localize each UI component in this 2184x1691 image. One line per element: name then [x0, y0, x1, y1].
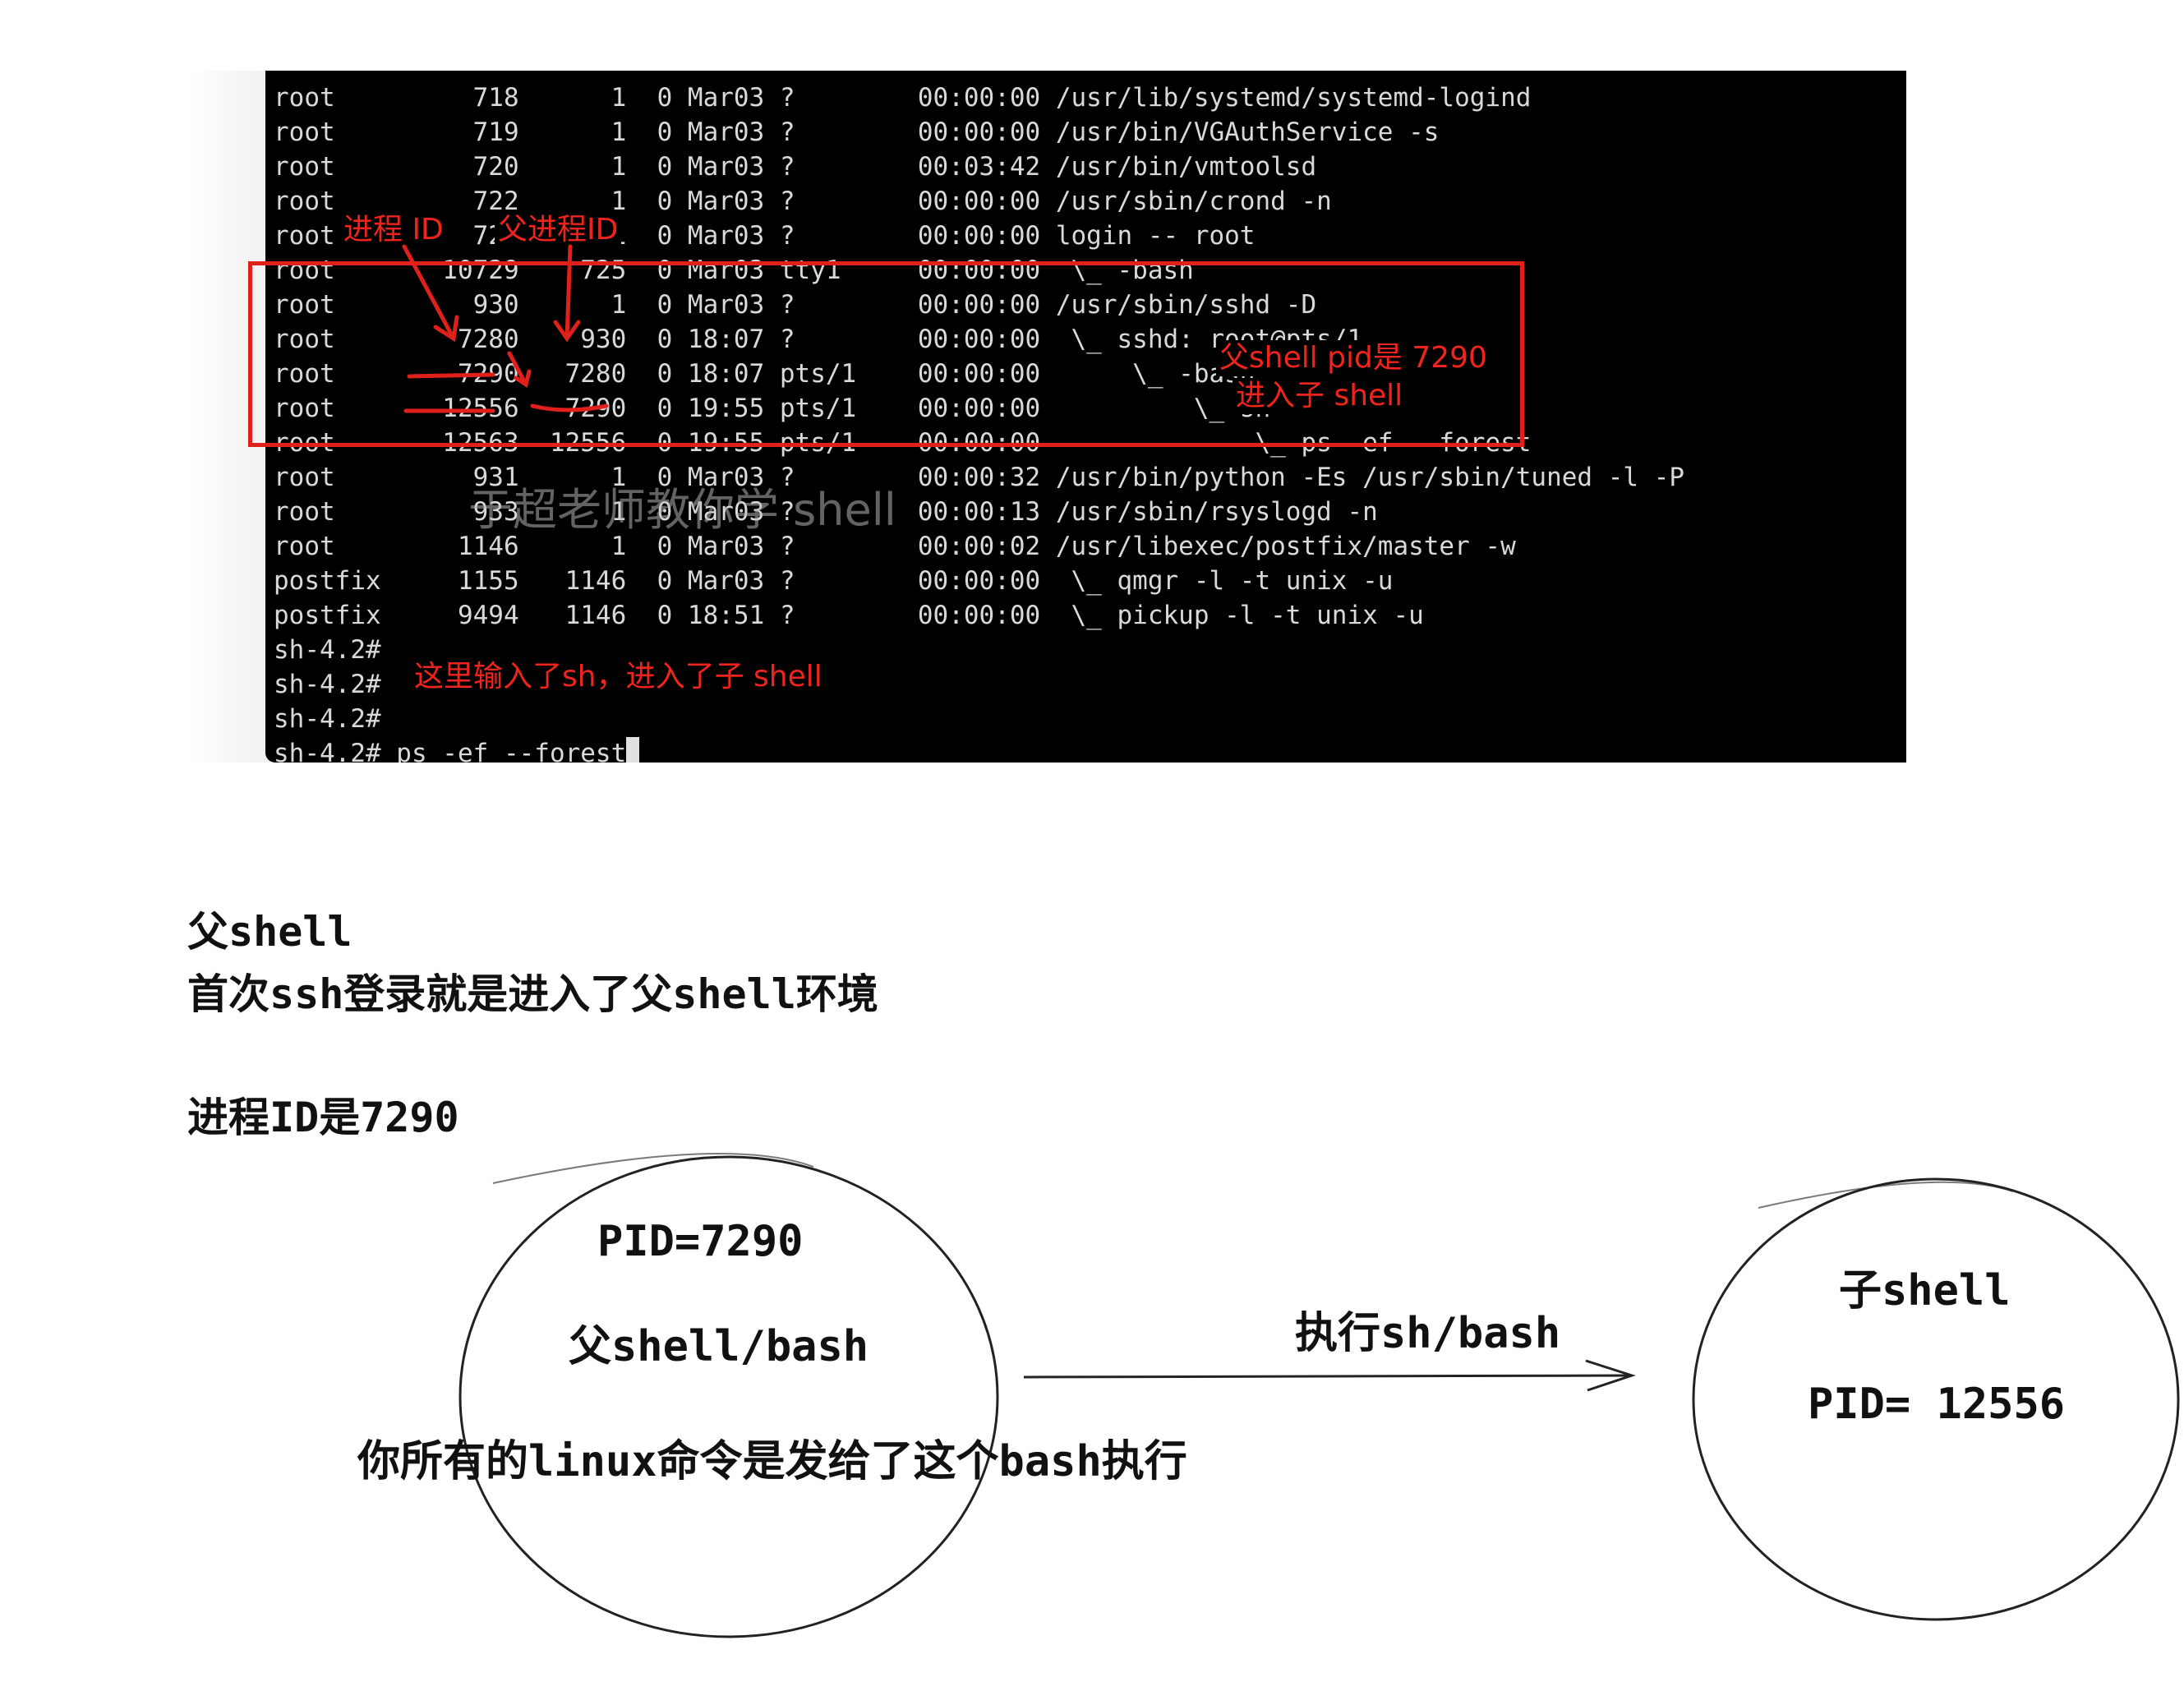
terminal-line: sh-4.2# [274, 635, 381, 665]
note-ssh-login: 首次ssh登录就是进入了父shell环境 [187, 970, 878, 1018]
terminal-line: sh-4.2# [274, 670, 381, 699]
terminal-window: root 718 1 0 Mar03 ? 00:00:00 /usr/lib/s… [265, 71, 1906, 763]
parent-shell-circle [458, 1155, 999, 1638]
highlight-box [248, 261, 1524, 447]
parent-description: 你所有的linux命令是发给了这个bash执行 [357, 1437, 1187, 1486]
exec-arrow-label: 执行sh/bash [1295, 1309, 1561, 1358]
annotation-child-shell: 进入子 shell [1233, 378, 1407, 414]
terminal-line: root 725 1 0 Mar03 ? 00:00:00 login -- r… [274, 221, 1256, 251]
exec-arrow-line [1023, 1374, 1633, 1379]
annotation-parent-shell: 父shell pid是 7290 [1216, 340, 1491, 376]
exec-arrow-head-icon [1585, 1359, 1636, 1392]
terminal-line: root 722 1 0 Mar03 ? 00:00:00 /usr/sbin/… [274, 187, 1332, 216]
underline-7290-icon [407, 372, 495, 379]
annotation-typed-sh: 这里输入了sh，进入了子 shell [411, 659, 826, 695]
arrow-bash-icon [507, 351, 528, 387]
watermark-text: 于超老师教你学 shell [468, 484, 896, 536]
child-circle-sketch-line [1758, 1181, 2014, 1209]
note-parent-shell: 父shell [187, 908, 352, 956]
terminal-shadow [189, 71, 271, 763]
underline-ppid-icon [530, 403, 609, 412]
terminal-prompt-line[interactable]: sh-4.2# ps -ef --forest [274, 736, 640, 763]
arrow-ppid-head-icon [553, 320, 581, 343]
parent-name-label: 父shell/bash [569, 1322, 869, 1371]
terminal-line: root 1146 1 0 Mar03 ? 00:00:02 /usr/libe… [274, 532, 1516, 561]
arrow-ppid-icon [564, 244, 573, 341]
cursor-icon [626, 737, 640, 763]
parent-circle-sketch-line [492, 1153, 814, 1184]
terminal-line: root 10729 725 0 Mar03 tty1 00:00:00 \_ … [274, 256, 1194, 285]
note-pid: 进程ID是7290 [187, 1094, 459, 1141]
child-pid-label: PID= 12556 [1808, 1380, 2066, 1429]
terminal-line: root 7280 930 0 18:07 ? 00:00:00 \_ sshd… [274, 325, 1363, 354]
parent-pid-label: PID=7290 [597, 1217, 804, 1266]
terminal-line: root 931 1 0 Mar03 ? 00:00:32 /usr/bin/p… [274, 463, 1685, 492]
terminal-line: root 933 1 0 Mar03 ? 00:00:13 /usr/sbin/… [274, 497, 1378, 527]
terminal-line: root 720 1 0 Mar03 ? 00:03:42 /usr/bin/v… [274, 152, 1317, 182]
child-name-label: 子shell [1839, 1266, 2011, 1315]
terminal-line: root 719 1 0 Mar03 ? 00:00:00 /usr/bin/V… [274, 117, 1440, 147]
terminal-line: postfix 9494 1146 0 18:51 ? 00:00:00 \_ … [274, 601, 1424, 630]
terminal-line: root 930 1 0 Mar03 ? 00:00:00 /usr/sbin/… [274, 290, 1317, 320]
annotation-pid-label: 进程 ID [340, 212, 447, 248]
arrow-bash-head-icon [514, 369, 532, 389]
arrow-pid-head-icon [433, 315, 459, 343]
terminal-line: sh-4.2# [274, 704, 381, 734]
annotation-ppid-label: 父进程ID [495, 212, 622, 248]
child-shell-circle [1692, 1177, 2180, 1621]
terminal-line: root 718 1 0 Mar03 ? 00:00:00 /usr/lib/s… [274, 83, 1532, 113]
arrow-pid-icon [402, 244, 456, 341]
terminal-line: postfix 1155 1146 0 Mar03 ? 00:00:00 \_ … [274, 566, 1394, 596]
prompt-command: sh-4.2# ps -ef --forest [274, 739, 627, 763]
